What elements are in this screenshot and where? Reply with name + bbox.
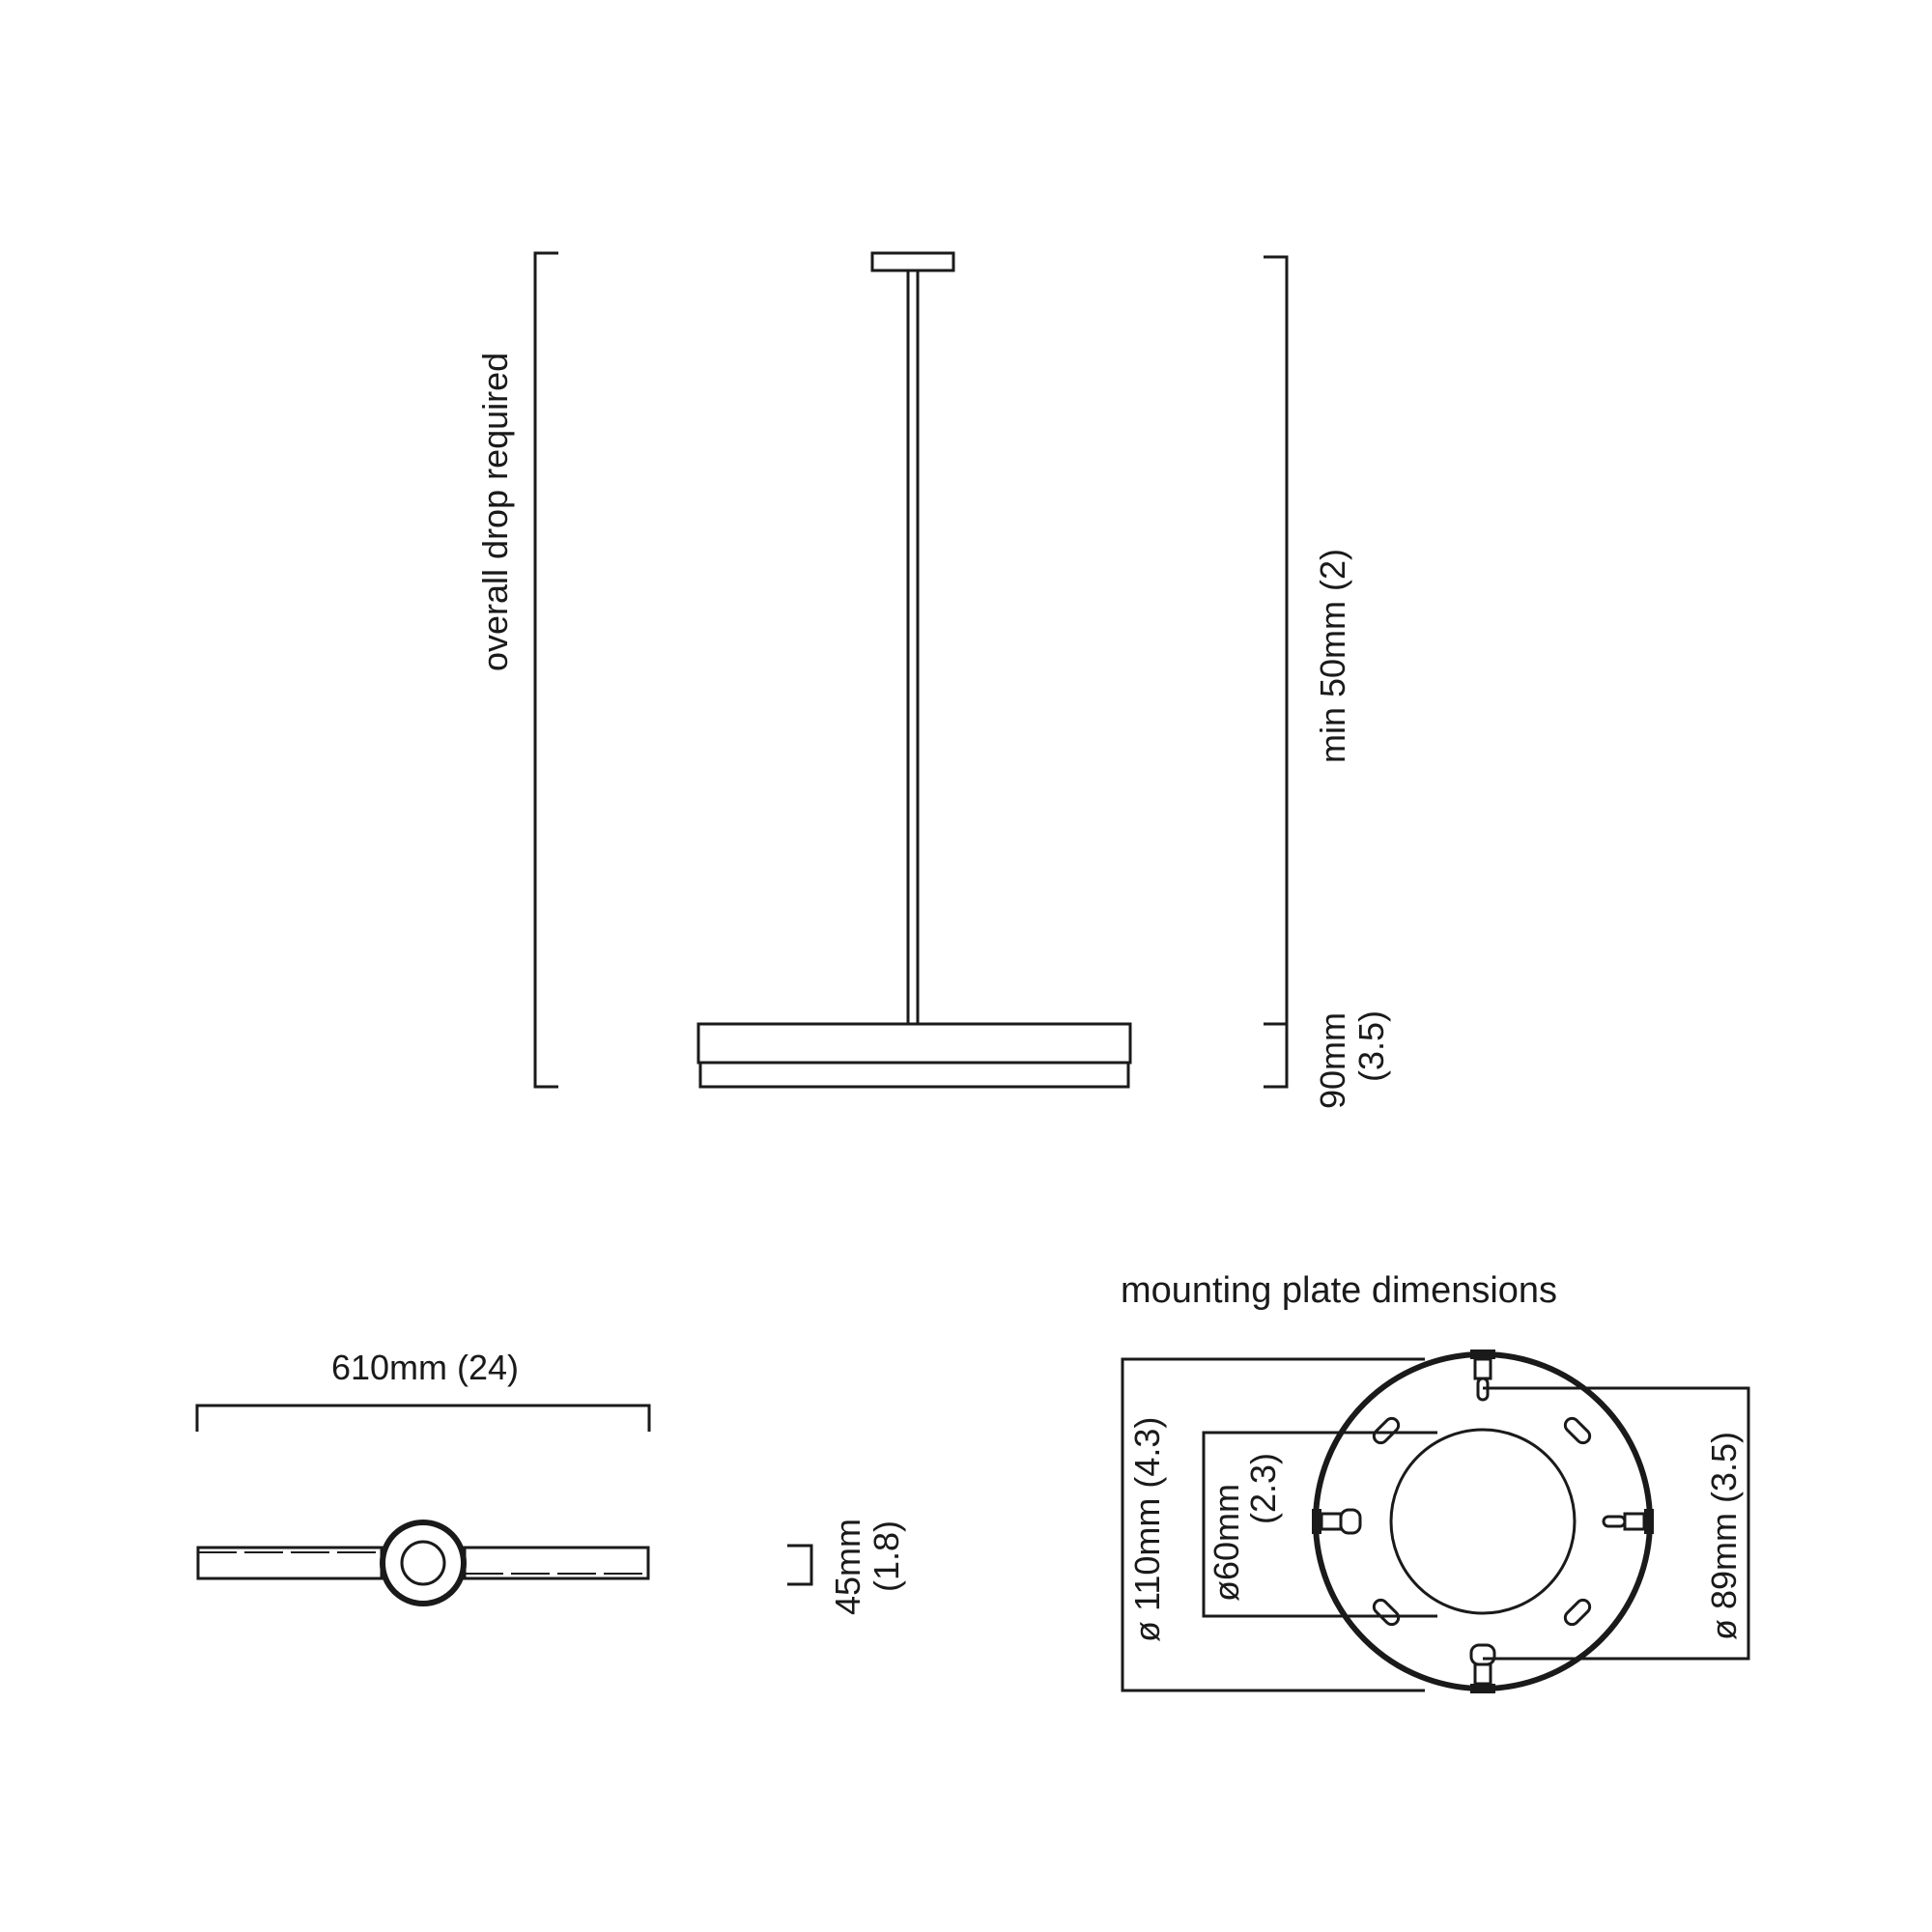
ceiling-canopy xyxy=(870,251,955,272)
mounting-plate: mounting plate dimensions ø 110mm (4.3) … xyxy=(1121,1270,1750,1693)
screw-terminal-bottom xyxy=(1469,1643,1496,1693)
screw-terminal-right xyxy=(1602,1509,1654,1534)
depth-inch-label: (1.8) xyxy=(867,1520,906,1592)
depth-label: 45mm xyxy=(828,1519,867,1615)
mounting-slot xyxy=(1563,1416,1592,1445)
inner-diameter-inch-label: (2.3) xyxy=(1243,1453,1283,1524)
shade-top xyxy=(696,1022,1132,1065)
shade-height-label: 90mm xyxy=(1313,1012,1352,1109)
screw-terminal-left xyxy=(1312,1508,1362,1535)
outer-diameter-bracket xyxy=(1121,1357,1425,1692)
shade-height-inch-label: (3.5) xyxy=(1351,1010,1391,1082)
top-view: 610mm (24) 45mm (1.8) xyxy=(195,1348,906,1615)
plate-outer-ring xyxy=(1313,1351,1653,1691)
drop-dimension-line xyxy=(1264,255,1289,1089)
shade-bottom xyxy=(698,1061,1130,1089)
inner-diameter-bracket xyxy=(1202,1431,1437,1618)
overall-drop-label: overall drop required xyxy=(475,353,515,671)
plate-inner-opening xyxy=(1389,1428,1577,1615)
hole-spacing-label: ø 89mm (3.5) xyxy=(1704,1432,1744,1640)
mounting-slot xyxy=(1372,1416,1401,1445)
width-label: 610mm (24) xyxy=(331,1348,519,1387)
screw-terminal-top xyxy=(1470,1350,1495,1402)
mounting-slot xyxy=(1372,1598,1401,1627)
hole-spacing-bracket xyxy=(1483,1386,1750,1661)
center-hub-inner xyxy=(400,1540,446,1586)
mounting-slot xyxy=(1563,1598,1592,1627)
mounting-plate-title: mounting plate dimensions xyxy=(1121,1270,1557,1311)
outer-diameter-label: ø 110mm (4.3) xyxy=(1127,1417,1167,1642)
inner-diameter-label: ø60mm xyxy=(1207,1484,1246,1602)
side-view: overall drop required min 50mm (2) 90mm … xyxy=(475,251,1391,1109)
stem-dimension-label: min 50mm (2) xyxy=(1313,549,1352,763)
center-hub-outer xyxy=(380,1520,467,1606)
width-bracket xyxy=(195,1404,651,1432)
overall-drop-bracket xyxy=(533,251,558,1089)
depth-bracket xyxy=(787,1544,813,1586)
